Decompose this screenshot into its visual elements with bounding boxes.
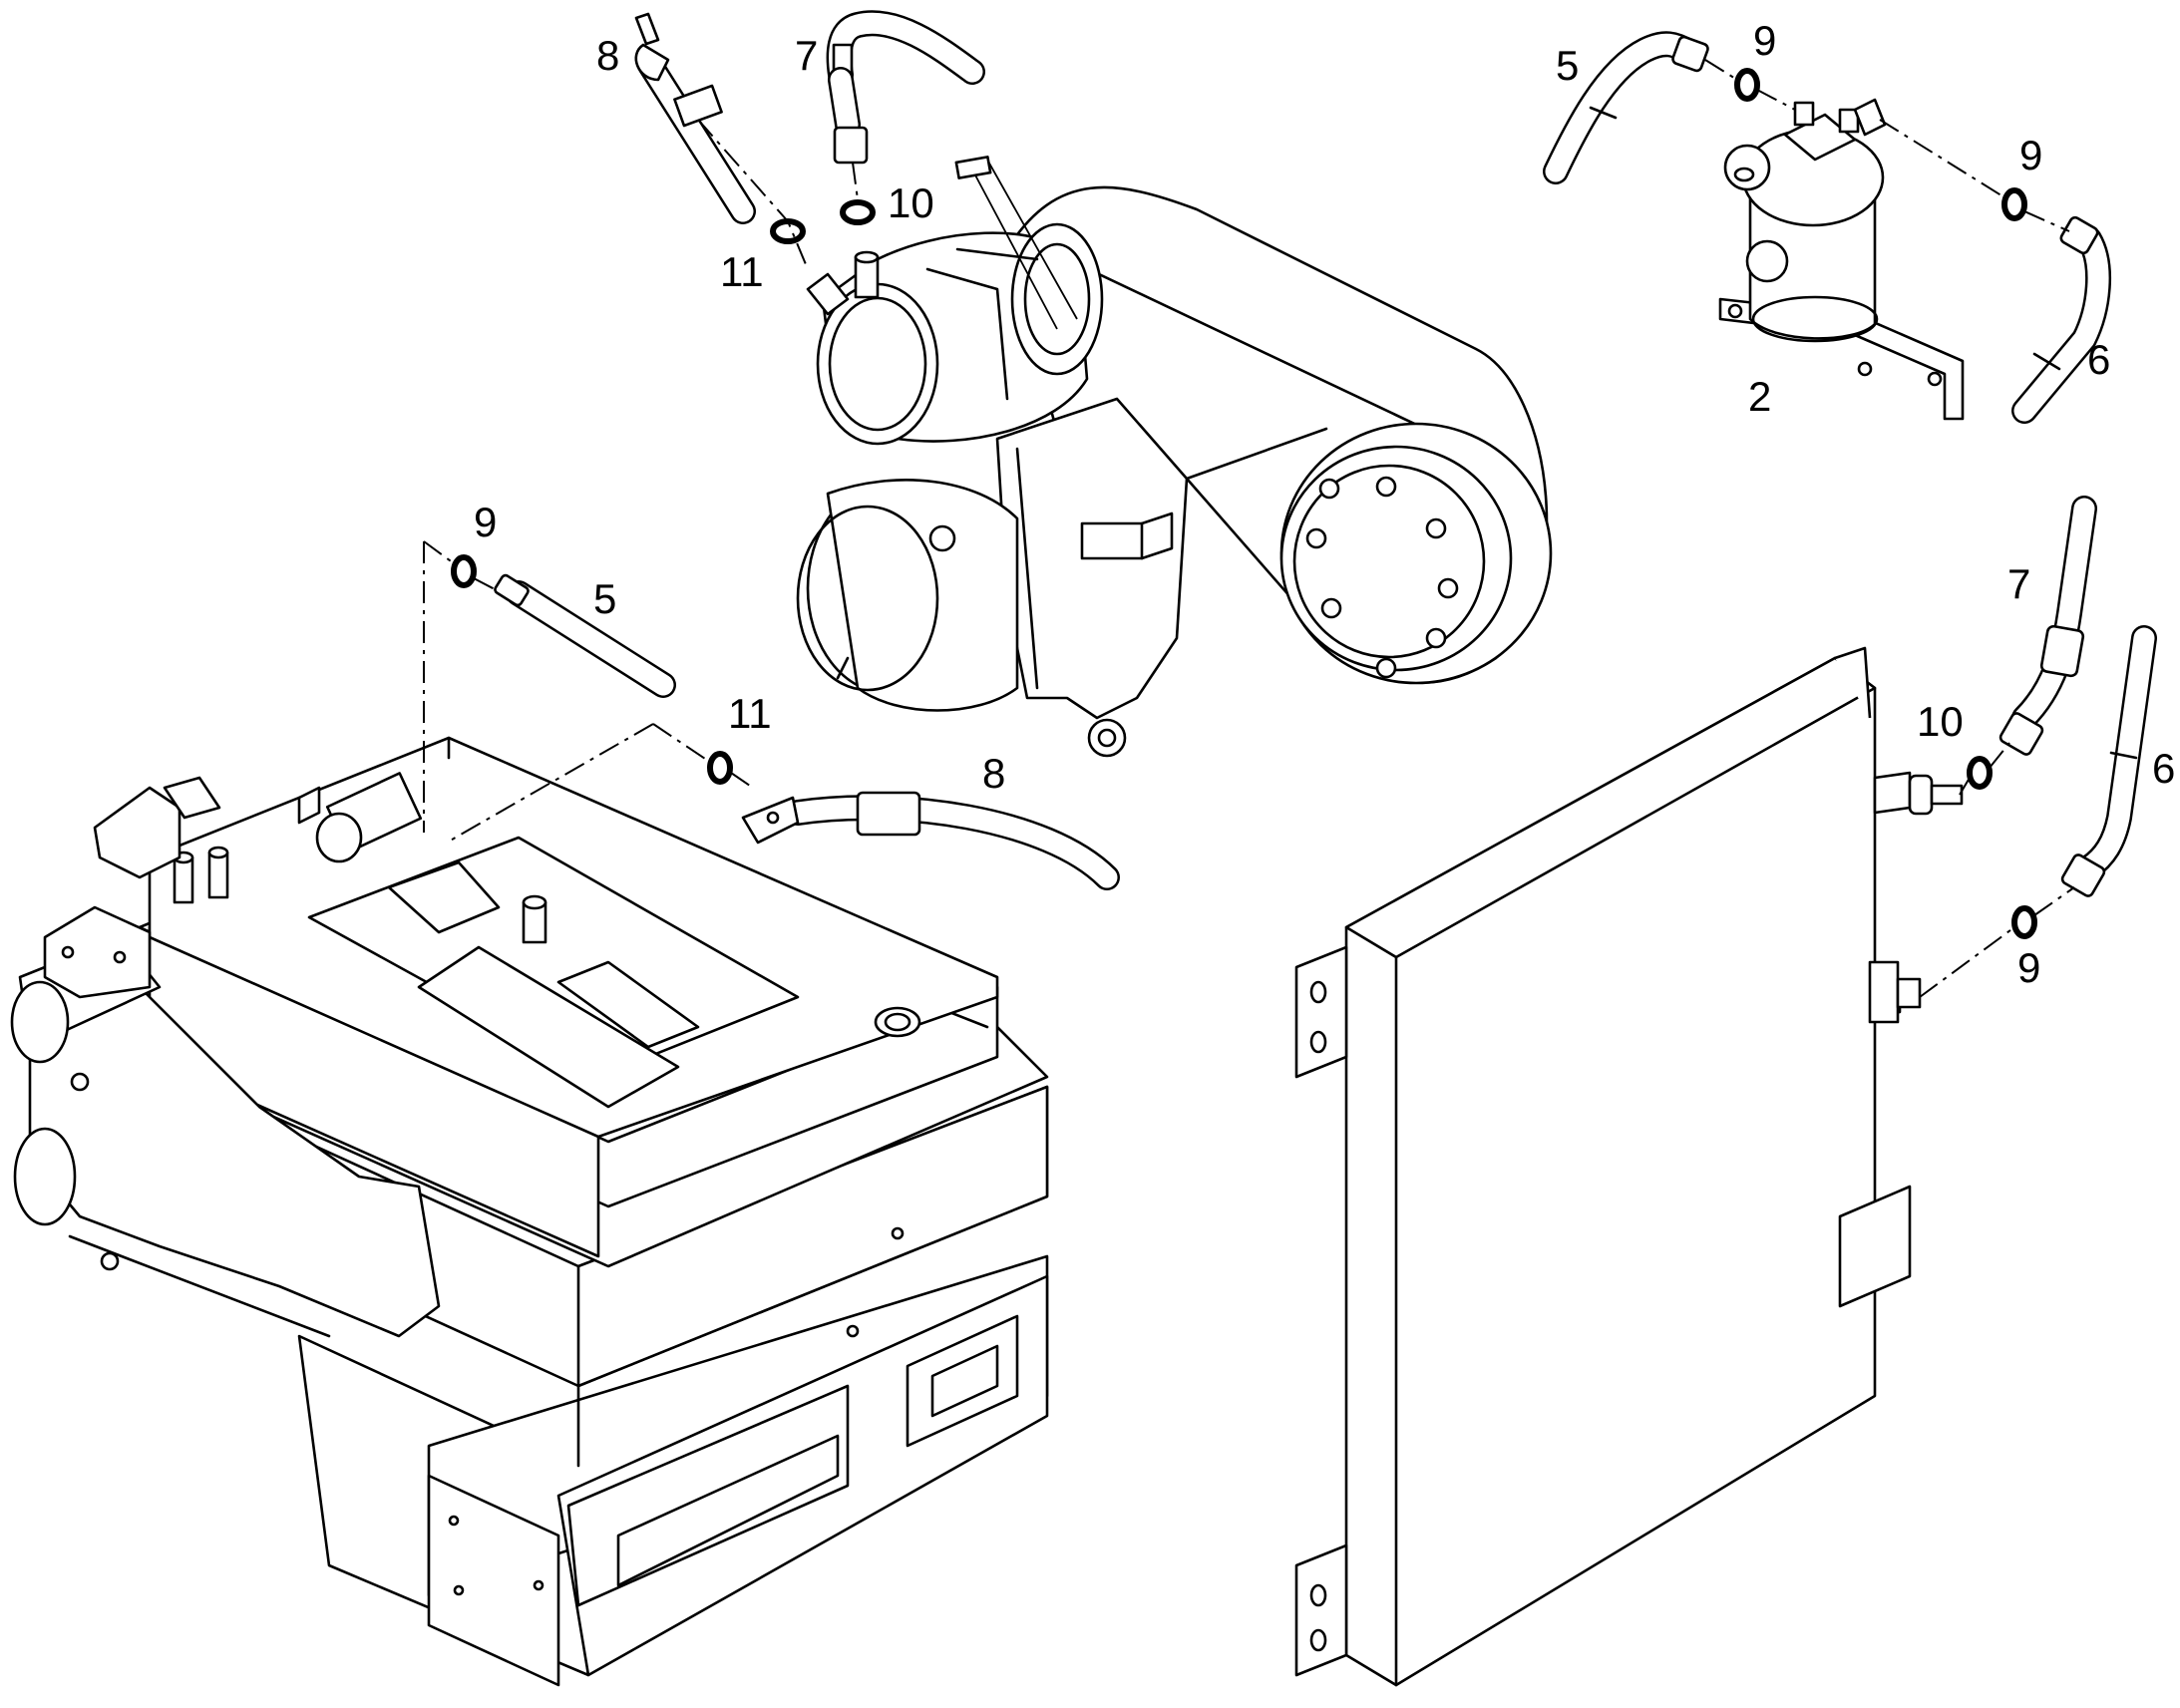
callout-5-top-right: 5: [1556, 42, 1579, 89]
callout-8-top: 8: [596, 32, 619, 79]
callout-11-mid: 11: [728, 690, 772, 737]
callout-9-right: 9: [2017, 944, 2040, 991]
callout-6-right: 6: [2152, 745, 2175, 792]
receiver-drier: [1718, 98, 1965, 421]
hose-6-top-right: [2011, 215, 2111, 424]
callout-7-right: 7: [2007, 560, 2030, 607]
hose-6-right: [2060, 625, 2157, 897]
condenser: [1294, 646, 1964, 1687]
leader-lines: [423, 59, 2075, 998]
callout-10-right: 10: [1917, 698, 1964, 745]
callout-9-mid-left: 9: [474, 499, 497, 545]
callout-7-top: 7: [795, 32, 818, 79]
tube-5-mid: [494, 573, 676, 698]
pulley-bolts: [1305, 476, 1459, 679]
callout-8-mid: 8: [982, 750, 1005, 797]
callout-5-mid-left: 5: [593, 575, 616, 622]
callout-6-top-right: 6: [2087, 336, 2110, 383]
callout-2-drier: 2: [1748, 373, 1771, 420]
callout-9-top-right-b: 9: [2019, 132, 2042, 178]
callout-10-top: 10: [888, 179, 934, 226]
hose-8-mid: [741, 791, 1120, 890]
hose-5-top-right: [1543, 31, 1709, 184]
compressor-assembly: [796, 156, 1553, 758]
o-rings: [451, 68, 2037, 939]
hose-7-top: [826, 10, 985, 165]
hose-7-right: [1998, 496, 2097, 756]
callouts: 8 7 10 11 5 9 9 6 2 9 5 11 8 7 10 6 9: [474, 17, 2175, 991]
callout-9-top-right-a: 9: [1753, 17, 1776, 64]
hose-8-top: [634, 12, 756, 224]
hvac-unit: [10, 736, 1049, 1687]
callout-11-top: 11: [720, 248, 764, 295]
